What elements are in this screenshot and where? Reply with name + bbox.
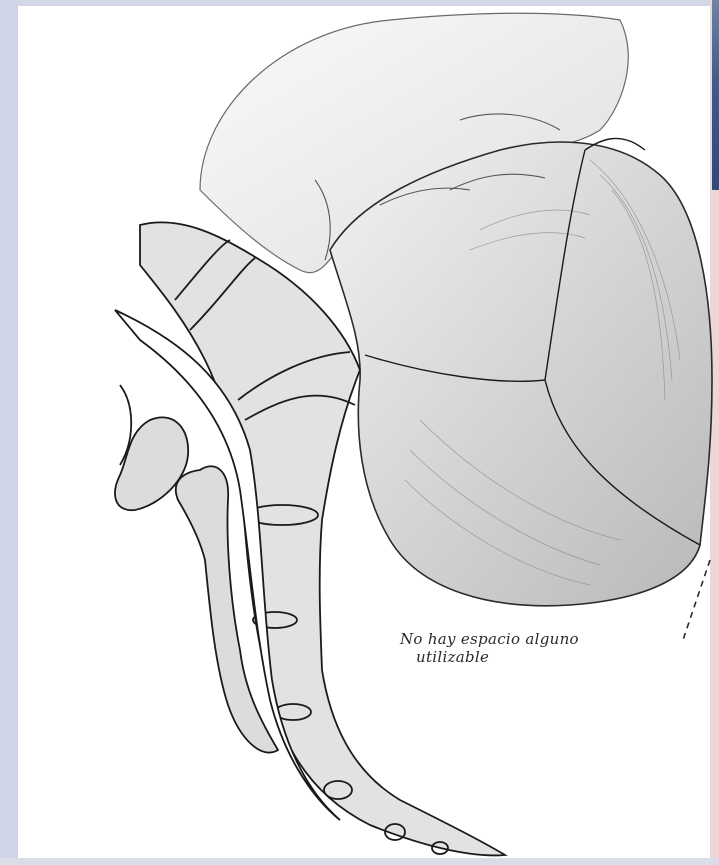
caption-line-2: utilizable — [400, 648, 710, 666]
dashed-pointer — [683, 560, 710, 640]
figure-caption: No hay espacio alguno utilizable — [400, 630, 710, 666]
caption-line-1: No hay espacio alguno — [400, 630, 710, 648]
fetal-head — [330, 142, 712, 606]
